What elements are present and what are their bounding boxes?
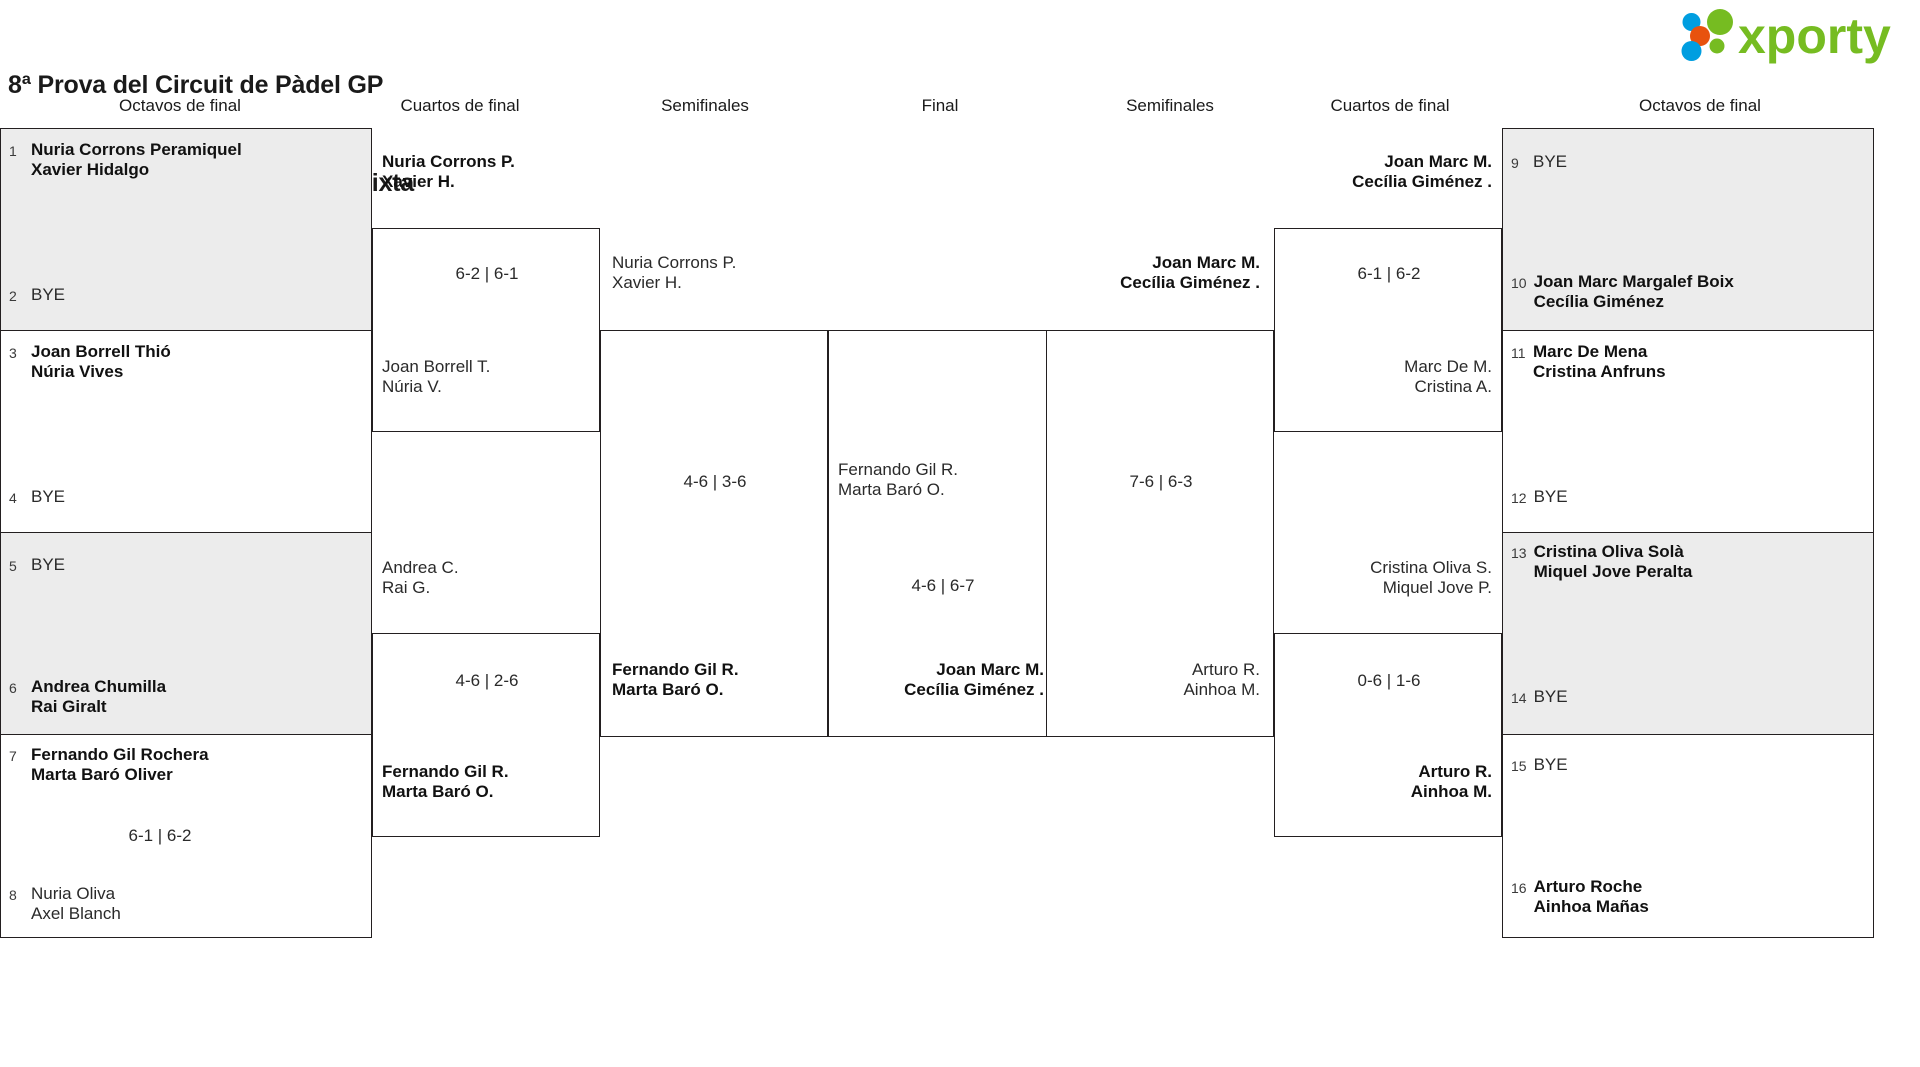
qf-left-1-bottom: Joan Borrell T. Núria V. bbox=[382, 357, 491, 397]
seed-names: BYE bbox=[1533, 755, 1568, 774]
seed-names: BYE bbox=[1533, 152, 1568, 171]
qf-right-2-top: Cristina Oliva S. Miquel Jove P. bbox=[1370, 558, 1492, 598]
logo-dot-orange bbox=[1690, 26, 1710, 46]
seed-number: 3 bbox=[9, 345, 17, 361]
seed-names: BYE bbox=[31, 555, 66, 574]
logo-wordmark: xporty bbox=[1738, 8, 1891, 64]
seed-entry-2[interactable]: 2 BYE bbox=[9, 285, 65, 305]
seed-entry-11[interactable]: 11 Marc De Mena Cristina Anfruns bbox=[1511, 342, 1666, 383]
seed-entry-4[interactable]: 4 BYE bbox=[9, 487, 65, 507]
seed-names: BYE bbox=[31, 487, 66, 506]
seed-entry-6[interactable]: 6 Andrea Chumilla Rai Giralt bbox=[9, 677, 166, 718]
qf-right-1-score: 6-1 | 6-2 bbox=[1357, 264, 1421, 283]
round-header-semis-right: Semifinales bbox=[1126, 96, 1214, 115]
qf-right-1-top: Joan Marc M. Cecília Giménez . bbox=[1352, 152, 1492, 192]
sf-right-top: Joan Marc M. Cecília Giménez . bbox=[1120, 253, 1260, 293]
seed-number: 9 bbox=[1511, 155, 1519, 171]
qf-left-1-score: 6-2 | 6-1 bbox=[455, 264, 519, 283]
round-header-final: Final bbox=[921, 96, 959, 115]
qf-left-2-top: Andrea C. Rai G. bbox=[382, 558, 459, 598]
seed-entry-12[interactable]: 12 BYE bbox=[1511, 487, 1568, 507]
seed-box-13-14[interactable] bbox=[1502, 532, 1874, 736]
title-line-1: 8ª Prova del Circuit de Pàdel GP bbox=[8, 71, 384, 99]
seed-entry-8[interactable]: 8 Nuria Oliva Axel Blanch bbox=[9, 884, 121, 925]
score-round1-bottom: 6-1 | 6-2 bbox=[128, 826, 192, 845]
seed-names: Fernando Gil Rochera Marta Baró Oliver bbox=[31, 745, 209, 785]
seed-entry-16[interactable]: 16 Arturo Roche Ainhoa Mañas bbox=[1511, 877, 1649, 918]
logo-dot-green-sm bbox=[1709, 38, 1725, 54]
seed-entry-14[interactable]: 14 BYE bbox=[1511, 687, 1568, 707]
seed-box-7-8[interactable] bbox=[0, 734, 372, 938]
seed-names: Nuria Corrons Peramiquel Xavier Hidalgo bbox=[31, 140, 242, 180]
seed-number: 16 bbox=[1511, 880, 1527, 896]
round-header-octavos-left: Octavos de final bbox=[119, 96, 241, 115]
seed-number: 1 bbox=[9, 143, 17, 159]
seed-number: 7 bbox=[9, 748, 17, 764]
qf-left-2-score: 4-6 | 2-6 bbox=[455, 671, 519, 690]
final-bottom: Joan Marc M. Cecília Giménez . bbox=[904, 660, 1044, 700]
round-header-cuartos-left: Cuartos de final bbox=[400, 96, 520, 115]
seed-names: Joan Marc Margalef Boix Cecília Giménez bbox=[1533, 272, 1734, 312]
logo-dot-blue-bot bbox=[1681, 41, 1702, 61]
sf-right-bottom: Arturo R. Ainhoa M. bbox=[1183, 660, 1260, 700]
xporty-logo: xporty bbox=[1676, 6, 1908, 64]
qf-right-2-score: 0-6 | 1-6 bbox=[1357, 671, 1421, 690]
seed-number: 5 bbox=[9, 558, 17, 574]
logo-dot-green-lg bbox=[1707, 9, 1733, 35]
round-header-octavos-right: Octavos de final bbox=[1639, 96, 1761, 115]
final-top: Fernando Gil R. Marta Baró O. bbox=[838, 460, 958, 500]
seed-names: BYE bbox=[31, 285, 66, 304]
seed-box-15-16[interactable] bbox=[1502, 734, 1874, 938]
final-score: 4-6 | 6-7 bbox=[911, 576, 975, 595]
seed-entry-10[interactable]: 10 Joan Marc Margalef Boix Cecília Gimén… bbox=[1511, 272, 1734, 313]
seed-entry-1[interactable]: 1 Nuria Corrons Peramiquel Xavier Hidalg… bbox=[9, 140, 242, 181]
seed-number: 4 bbox=[9, 490, 17, 506]
sf-left-bottom: Fernando Gil R. Marta Baró O. bbox=[612, 660, 739, 700]
seed-number: 2 bbox=[9, 288, 17, 304]
qf-right-box-1[interactable] bbox=[1274, 228, 1502, 432]
seed-box-3-4[interactable] bbox=[0, 330, 372, 534]
qf-right-1-bottom: Marc De M. Cristina A. bbox=[1404, 357, 1492, 397]
seed-names: Arturo Roche Ainhoa Mañas bbox=[1533, 877, 1649, 917]
qf-left-2-bottom: Fernando Gil R. Marta Baró O. bbox=[382, 762, 509, 802]
seed-names: Nuria Oliva Axel Blanch bbox=[31, 884, 121, 924]
seed-entry-3[interactable]: 3 Joan Borrell Thió Núria Vives bbox=[9, 342, 171, 383]
seed-names: Joan Borrell Thió Núria Vives bbox=[31, 342, 171, 382]
seed-number: 6 bbox=[9, 680, 17, 696]
seed-entry-7[interactable]: 7 Fernando Gil Rochera Marta Baró Oliver bbox=[9, 745, 209, 786]
sf-right-score: 7-6 | 6-3 bbox=[1129, 472, 1193, 491]
seed-entry-15[interactable]: 15 BYE bbox=[1511, 755, 1568, 775]
seed-names: BYE bbox=[1533, 487, 1568, 506]
final-box[interactable] bbox=[828, 330, 1054, 737]
sf-left-top: Nuria Corrons P. Xavier H. bbox=[612, 253, 737, 293]
seed-number: 10 bbox=[1511, 275, 1527, 291]
seed-number: 13 bbox=[1511, 545, 1527, 561]
round-header-semis-left: Semifinales bbox=[661, 96, 749, 115]
qf-left-box-1[interactable] bbox=[372, 228, 600, 432]
qf-right-2-bottom: Arturo R. Ainhoa M. bbox=[1410, 762, 1492, 802]
sf-left-box[interactable] bbox=[600, 330, 828, 737]
seed-names: Marc De Mena Cristina Anfruns bbox=[1533, 342, 1666, 382]
seed-number: 11 bbox=[1511, 345, 1526, 361]
seed-entry-13[interactable]: 13 Cristina Oliva Solà Miquel Jove Peral… bbox=[1511, 542, 1692, 583]
seed-number: 14 bbox=[1511, 690, 1527, 706]
qf-left-box-2[interactable] bbox=[372, 633, 600, 837]
sf-right-box[interactable] bbox=[1046, 330, 1274, 737]
seed-names: BYE bbox=[1533, 687, 1568, 706]
seed-box-9-10[interactable] bbox=[1502, 128, 1874, 332]
seed-names: Andrea Chumilla Rai Giralt bbox=[31, 677, 167, 717]
seed-box-11-12[interactable] bbox=[1502, 330, 1874, 534]
seed-box-1-2[interactable] bbox=[0, 128, 372, 332]
seed-names: Cristina Oliva Solà Miquel Jove Peralta bbox=[1533, 542, 1693, 582]
seed-number: 8 bbox=[9, 887, 17, 903]
seed-entry-9[interactable]: 9 BYE bbox=[1511, 152, 1567, 172]
qf-right-box-2[interactable] bbox=[1274, 633, 1502, 837]
seed-number: 12 bbox=[1511, 490, 1527, 506]
qf-left-1-top: Nuria Corrons P. Xavier H. bbox=[382, 152, 515, 192]
seed-number: 15 bbox=[1511, 758, 1527, 774]
seed-entry-5[interactable]: 5 BYE bbox=[9, 555, 65, 575]
sf-left-score: 4-6 | 3-6 bbox=[683, 472, 747, 491]
logo-dot-blue-top bbox=[1682, 13, 1701, 31]
round-header-cuartos-right: Cuartos de final bbox=[1330, 96, 1450, 115]
